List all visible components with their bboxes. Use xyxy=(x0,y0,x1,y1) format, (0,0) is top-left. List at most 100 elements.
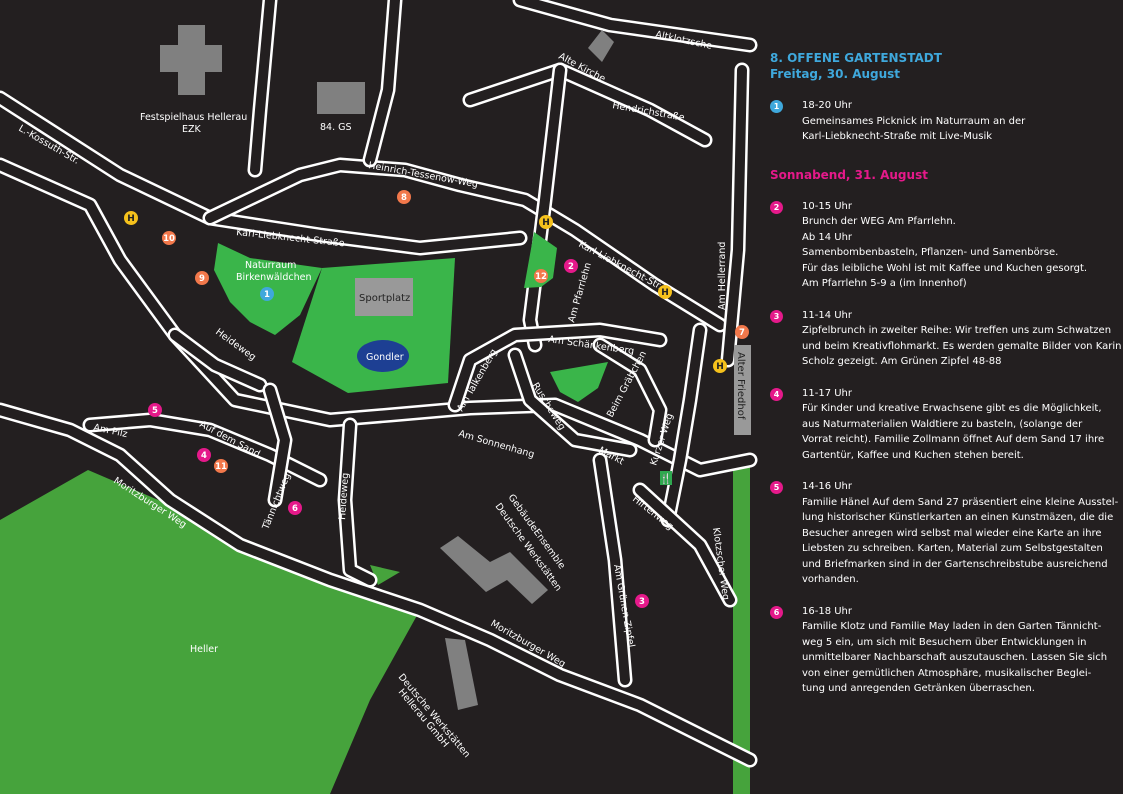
hellerrand-grass xyxy=(733,462,750,794)
label-alter-friedhof: Alter Friedhof xyxy=(735,352,746,420)
event-time: 14-16 Uhr xyxy=(802,481,853,492)
event-description-line: lung historischer Künstlerkarten an eine… xyxy=(802,512,1114,523)
event-marker-label: 10 xyxy=(163,234,175,244)
event-marker-circle xyxy=(195,271,209,285)
event-description-line: und Briefmarken sind in der Gartenschrei… xyxy=(802,558,1108,570)
festspielhaus-building xyxy=(160,25,222,95)
event-marker-8: 8 xyxy=(397,190,411,204)
event-description-line: Am Pfarrlehn 5-9 a (im Innenhof) xyxy=(802,278,967,289)
event-marker-label: 9 xyxy=(199,274,205,284)
event-description-line: Zipfelbrunch in zweiter Reihe: Wir treff… xyxy=(802,325,1112,336)
event-marker-3: 3 xyxy=(635,594,649,608)
event-number-badge: 4 xyxy=(770,387,783,401)
bus-stop-icon: H xyxy=(658,285,672,299)
event-time: 10-15 Uhr xyxy=(802,200,853,212)
bus-stop-label: H xyxy=(127,214,135,224)
event-description-line: Gemeinsames Picknick im Naturraum an der xyxy=(802,115,1026,127)
bus-stop-icon: H xyxy=(539,215,553,229)
event-marker-2: 2 xyxy=(564,259,578,273)
program-title: 8. OFFENE GARTENSTADT xyxy=(770,51,942,65)
event-marker-label: 7 xyxy=(739,328,745,338)
event-marker-label: 12 xyxy=(535,272,547,282)
event-marker-7: 7 xyxy=(735,325,749,339)
event-marker-circle xyxy=(397,190,411,204)
label-heller: Heller xyxy=(190,644,218,655)
bus-stop-circle xyxy=(658,285,672,299)
bus-stop-circle xyxy=(539,215,553,229)
event-marker-circle xyxy=(162,231,176,245)
alter-friedhof-strip xyxy=(734,345,751,435)
event-description-line: und beim Kreativflohmarkt. Es werden gem… xyxy=(802,340,1122,352)
event-marker-label: 4 xyxy=(201,451,207,461)
event-description-line: Für das leibliche Wohl ist mit Kaffee un… xyxy=(802,262,1088,274)
event-description-line: Ab 14 Uhr xyxy=(802,231,853,243)
event-number-badge: 5 xyxy=(770,481,783,494)
event-time: 11-14 Uhr xyxy=(802,309,853,321)
program-sidebar: 8. OFFENE GARTENSTADT Freitag, 30. Augus… xyxy=(770,50,1122,697)
event-description-line: Gartentür, Kaffee und Kuchen stehen bere… xyxy=(802,449,1024,461)
event-marker-circle xyxy=(148,403,162,417)
bus-stop-circle xyxy=(713,359,727,373)
event-marker-11: 11 xyxy=(214,459,228,473)
event-description-line: Samenbombenbasteln, Pflanzen- und Samenb… xyxy=(802,247,1059,258)
label-sportplatz: Sportplatz xyxy=(359,293,410,304)
event-marker-9: 9 xyxy=(195,271,209,285)
event-marker-6: 6 xyxy=(288,501,302,515)
label-heideweg-lower: Heideweg xyxy=(337,472,351,520)
gs-building xyxy=(317,82,365,114)
werkstaetten-building xyxy=(445,638,478,710)
event-description-line: vorhanden. xyxy=(802,574,859,585)
schaenkenberg-park xyxy=(550,362,608,402)
event-description-line: Liebsten zu schreiben. Karten, Material … xyxy=(802,543,1103,554)
label-naturraum-2: Birkenwäldchen xyxy=(236,272,311,283)
bus-stop-icon: H xyxy=(124,211,138,225)
event-marker-12: 12 xyxy=(534,269,548,283)
ensemble-building xyxy=(440,536,548,604)
event-marker-circle xyxy=(635,594,649,608)
event-description-line: unmittelbarer Nachbarschaft auszutausche… xyxy=(802,652,1108,663)
event-marker-label: 8 xyxy=(401,193,407,203)
label-naturraum-1: Naturraum xyxy=(245,260,296,271)
event-marker-label: 11 xyxy=(215,462,227,472)
event-description-line: Scholz gezeigt. Am Grünen Zipfel 48-88 xyxy=(802,356,1002,367)
gondler-pond xyxy=(357,340,409,372)
event-time: 16-18 Uhr xyxy=(802,605,853,617)
event-marker-circle xyxy=(564,259,578,273)
bus-stop-label: H xyxy=(542,218,550,228)
event-marker-5: 5 xyxy=(148,403,162,417)
bus-stop-icon: H xyxy=(713,359,727,373)
event-description-line: tung und anregenden Getränken überrasche… xyxy=(802,683,1035,694)
label-festspielhaus-2: EZK xyxy=(182,124,202,135)
event-description-line: von einer gemütlichen Atmosphäre, musika… xyxy=(802,667,1092,679)
event-marker-circle xyxy=(260,287,274,301)
event-number-badge: 3 xyxy=(770,309,783,323)
event-description-line: Familie Hänel Auf dem Sand 27 präsentier… xyxy=(802,496,1119,508)
label-gs: 84. GS xyxy=(320,122,352,133)
sportplatz-building xyxy=(355,278,413,316)
event-description-line: Vorrat reicht). Familie Zollmann öffnet … xyxy=(802,434,1105,445)
event-description-line: Für Kinder und kreative Erwachsene gibt … xyxy=(802,403,1102,414)
event-number-badge: 1 xyxy=(770,100,783,113)
bus-stops: H H H H xyxy=(124,211,727,373)
event-marker-1: 1 xyxy=(260,287,274,301)
kirche-building xyxy=(588,30,614,62)
event-description-line: Karl-Liebknecht-Straße mit Live-Musik xyxy=(802,131,993,142)
event-description-line: weg 5 ein, um sich mit Besuchern über En… xyxy=(802,636,1087,648)
restaurant-icon-bg xyxy=(660,471,672,485)
heller-grass xyxy=(0,470,420,794)
label-festspielhaus-1: Festspielhaus Hellerau xyxy=(140,112,247,123)
event-marker-label: 1 xyxy=(264,290,270,300)
event-marker-circle xyxy=(214,459,228,473)
event-marker-circle xyxy=(735,325,749,339)
event-number-badge: 6 xyxy=(770,605,783,619)
bus-stop-label: H xyxy=(661,288,669,298)
event-marker-label: 3 xyxy=(639,597,645,607)
label-hellerrand: Am Hellerrand xyxy=(717,242,728,310)
